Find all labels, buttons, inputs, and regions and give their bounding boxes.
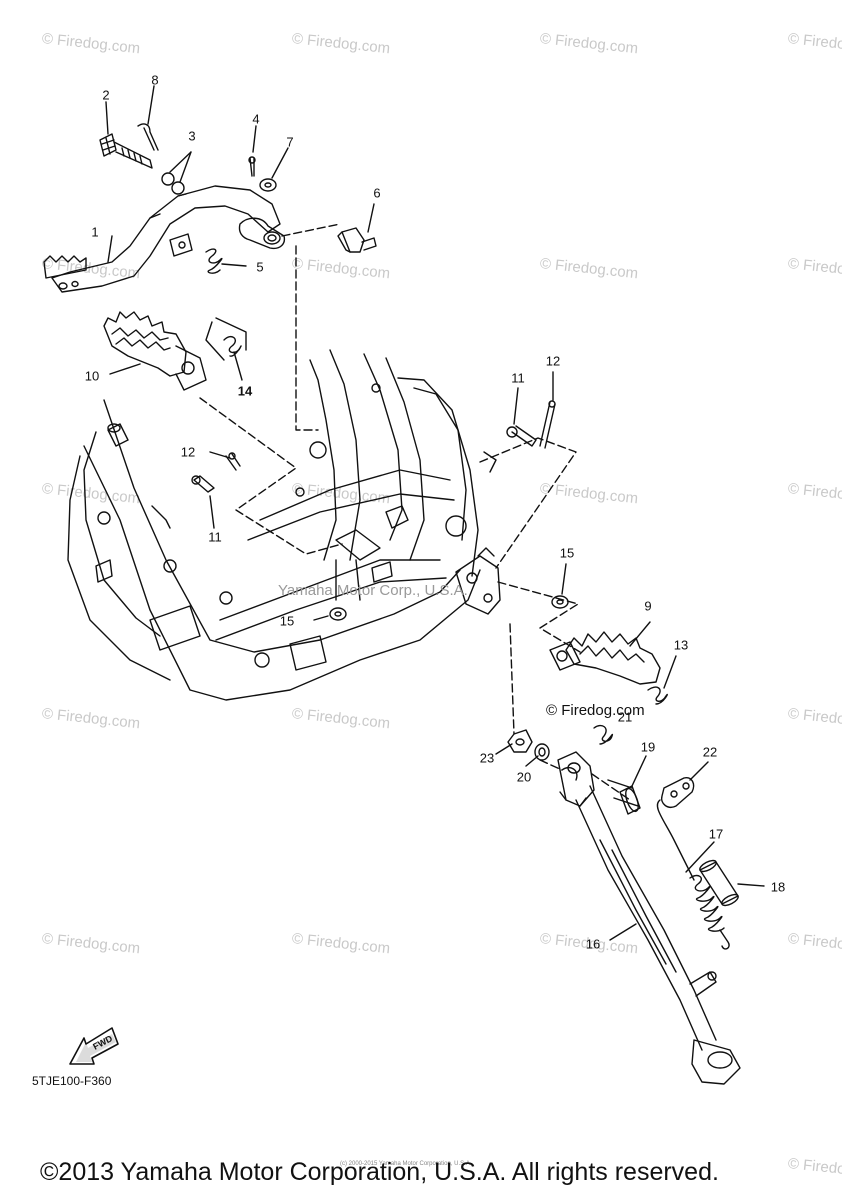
callout-9: 9 [644,598,652,614]
callout-15b: 15 [279,613,295,629]
callout-15a: 15 [559,545,575,561]
leader-line [561,563,567,595]
callout-8: 8 [151,72,159,88]
plate-22 [661,777,695,808]
leader-line [313,615,329,621]
leader-line [663,655,677,689]
leader-line [629,621,651,647]
leader-line [179,151,192,183]
diagram-code: 5TJE100-F360 [32,1074,112,1088]
leader-line [105,101,109,135]
callout-14: 14 [237,383,253,399]
leader-line [689,761,709,781]
spring-21 [593,724,614,745]
callout-11b: 11 [208,529,222,545]
callout-20: 20 [516,769,532,785]
leader-line [221,263,247,267]
frame [67,349,497,701]
callout-2: 2 [102,87,110,103]
callout-17: 17 [708,826,724,842]
copyright-notice: ©2013 Yamaha Motor Corporation, U.S.A. A… [40,1158,719,1186]
leader-line [685,841,715,873]
spring-17 [656,799,730,950]
callout-13: 13 [673,637,689,653]
callout-1: 1 [91,224,99,240]
pin-head [248,156,256,164]
leader-line [495,743,513,755]
pin-part [249,157,255,177]
nut-23 [507,729,533,753]
leader-line [169,151,192,173]
callout-19: 19 [640,739,656,755]
leader-line [209,495,215,529]
callout-7: 7 [286,134,294,150]
bolt-pin-left [191,452,241,493]
spring-13 [647,686,668,705]
leader-line [737,883,765,887]
callout-21: 21 [617,709,633,725]
footrest-right [549,631,661,685]
callout-23: 23 [479,750,495,766]
leader-line [209,451,231,459]
bolt-pin-right [506,400,556,449]
callout-18: 18 [770,879,786,895]
mount-bracket-right [455,547,501,615]
inner-watermark: Yamaha Motor Corp., U.S.A. [278,582,468,599]
leader-line [252,125,257,153]
spring-5 [205,248,223,274]
small-copyright: (c) 2000-2015 Yamaha Motor Corporation, … [340,1161,472,1167]
pivot-bolt [99,133,153,169]
bolt-6 [337,227,377,253]
callout-3: 3 [188,128,196,144]
inner-watermark-dark: © Firedog.com [546,702,645,719]
washer-15-left [329,607,347,621]
leader-line [109,363,141,375]
leader-line [233,351,243,381]
callout-5: 5 [256,259,264,275]
leader-line [367,203,375,233]
footrest-left [103,311,207,391]
leader-line [107,235,113,263]
fwd-arrow-icon [69,1027,119,1065]
bolt-19 [607,779,641,815]
callout-16: 16 [585,936,601,952]
sidestand [557,751,741,1085]
leader-line [513,387,519,425]
brake-pedal [43,185,286,293]
washer-15-right [551,595,569,609]
collar-18 [699,859,739,907]
leader-line [631,755,647,787]
callout-11a: 11 [511,370,525,386]
callout-12a: 12 [545,353,561,369]
callout-22: 22 [702,744,718,760]
washer-20 [534,743,550,761]
callout-6: 6 [373,185,381,201]
leader-line [271,147,289,179]
leader-line [147,85,155,125]
leader-line [609,923,637,941]
callout-4: 4 [252,111,260,127]
cotter-pin [137,123,159,151]
spring-14 [205,317,247,361]
callout-10: 10 [84,368,100,384]
leader-line [525,755,539,767]
washer-7 [259,178,277,192]
callout-12b: 12 [180,444,196,460]
